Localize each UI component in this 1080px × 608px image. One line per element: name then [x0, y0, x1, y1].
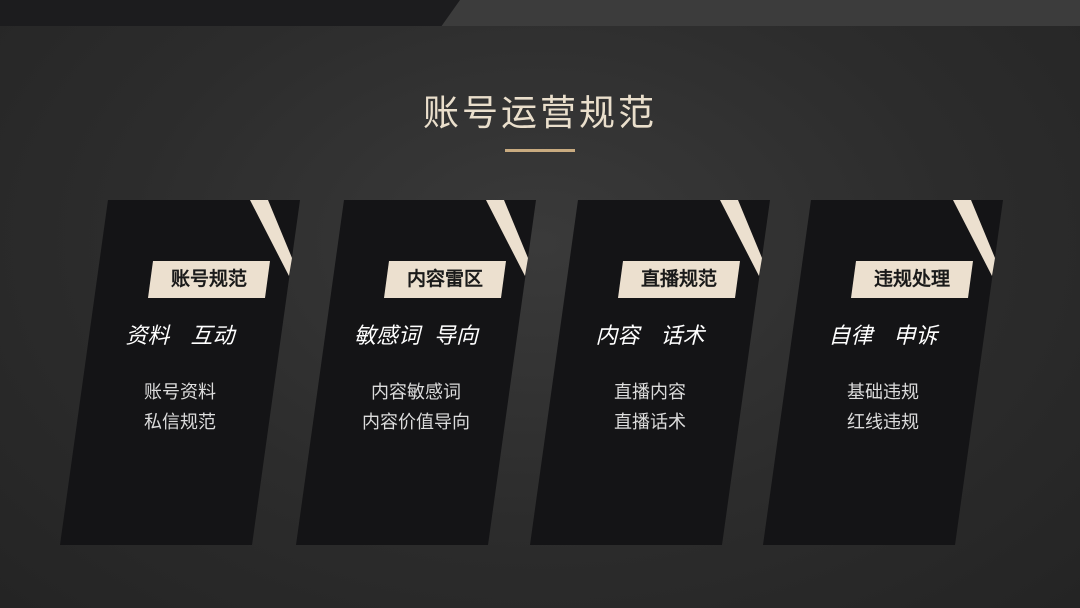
card-background [763, 200, 1003, 545]
card-item: 直播内容 [614, 382, 686, 403]
card-subtitle: 资料 互动 [125, 324, 235, 349]
card-items: 账号资料 私信规范 [60, 378, 300, 438]
card-items: 基础违规 红线违规 [763, 378, 1003, 438]
card-background [60, 200, 300, 545]
card-item: 内容敏感词 [371, 382, 461, 403]
card-background [296, 200, 536, 545]
card-item: 直播话术 [614, 412, 686, 433]
card-item: 内容价值导向 [362, 412, 470, 433]
card-account-rules: 账号规范 资料 互动 账号资料 私信规范 [60, 200, 300, 545]
page-title: 账号运营规范 [422, 93, 657, 134]
card-tag: 直播规范 [618, 261, 740, 298]
card-tag: 账号规范 [148, 261, 270, 298]
card-item: 私信规范 [144, 412, 216, 433]
card-subtitle: 内容 话术 [595, 324, 705, 349]
card-violation-handling: 违规处理 自律 申诉 基础违规 红线违规 [763, 200, 1003, 545]
card-item: 账号资料 [144, 382, 216, 403]
card-items: 直播内容 直播话术 [530, 378, 770, 438]
card-tag: 违规处理 [851, 261, 973, 298]
card-livestream-rules: 直播规范 内容 话术 直播内容 直播话术 [530, 200, 770, 545]
card-background [530, 200, 770, 545]
card-tag: 内容雷区 [384, 261, 506, 298]
card-content-restrictions: 内容雷区 敏感词 导向 内容敏感词 内容价值导向 [296, 200, 536, 545]
card-item: 红线违规 [847, 412, 919, 433]
card-item: 基础违规 [847, 382, 919, 403]
card-subtitle: 自律 申诉 [828, 324, 938, 349]
top-band-accent [0, 0, 460, 26]
card-subtitle: 敏感词 导向 [354, 324, 478, 349]
card-items: 内容敏感词 内容价值导向 [296, 378, 536, 438]
title-underline [505, 149, 575, 152]
